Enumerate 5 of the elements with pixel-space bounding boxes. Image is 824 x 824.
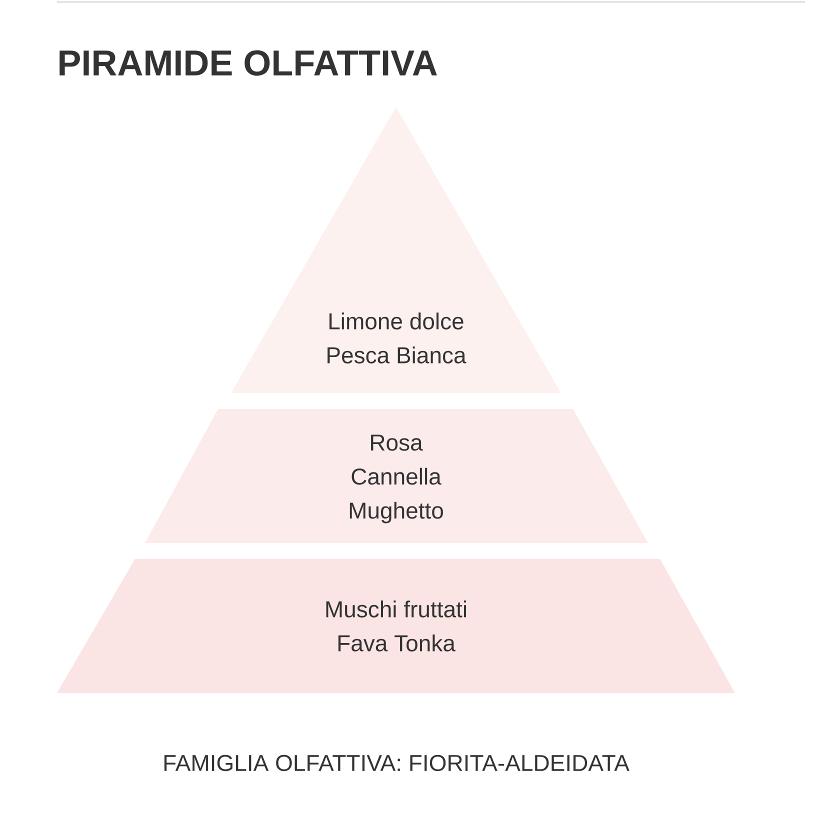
- family-label: FAMIGLIA OLFATTIVA: FIORITA-ALDEIDATA: [164, 754, 630, 772]
- title: PIRAMIDE OLFATTIVA: [60, 50, 437, 76]
- pyramid-tier: Muschi fruttati Fava Tonka: [57, 559, 735, 693]
- pyramid-tier: Limone dolce Pesca Bianca: [231, 107, 561, 393]
- pyramid-tier: Rosa Cannella Mughetto: [145, 409, 648, 543]
